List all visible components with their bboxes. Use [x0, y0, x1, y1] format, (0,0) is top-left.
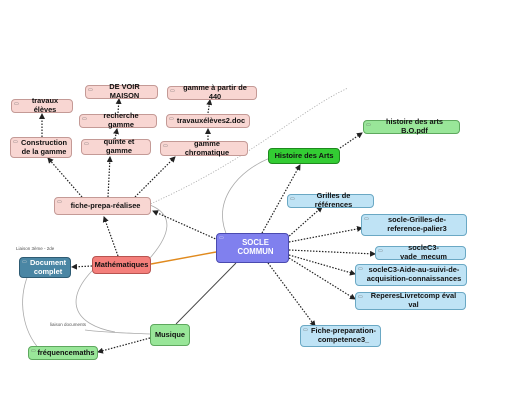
connector-socle-reperes	[288, 257, 356, 300]
connector-socle-fiche	[152, 210, 219, 241]
connector-curve-math-loop	[75, 264, 116, 333]
node-vade-mecum[interactable]: ▭ socleC3-vade_mecum	[375, 243, 466, 261]
node-label: recherche gamme	[103, 111, 139, 129]
node-devoir-maison[interactable]: ▭ DE VOIR MAISON	[85, 82, 158, 100]
connector-curve-math-to-fiche	[149, 204, 168, 259]
connector-recherche-devoir	[115, 98, 122, 114]
file-icon: ▭	[358, 266, 363, 272]
node-reperes[interactable]: ▭ ReperesLivretcomp éval val	[355, 292, 466, 310]
connector-curve-doc-down	[22, 274, 41, 351]
file-icon: ▭	[22, 259, 27, 265]
file-icon: ▭	[378, 248, 383, 254]
node-aide-suivi[interactable]: ▭socleC3-Aide-au-suivi-de-acquisition-co…	[355, 264, 467, 286]
node-travaux-eleves2[interactable]: ▭travauxélèves2.doc	[166, 114, 250, 128]
connector-socle-musique	[175, 262, 237, 325]
node-grilles-references[interactable]: ▭ Grilles de références	[287, 191, 374, 209]
connector-curve-socle-to-histoire	[222, 157, 271, 239]
node-label: socle-Grilles-de-reference-palier3	[387, 215, 447, 233]
lien-label: liaison documents	[50, 322, 87, 327]
node-label: gamme à partir de 440	[183, 83, 247, 101]
file-icon: ▭	[88, 87, 93, 93]
connector-socle-aide	[288, 254, 356, 276]
node-fiche-preparation[interactable]: ▭Fiche-preparation-competence3_	[300, 325, 381, 347]
connector-socle-vade	[288, 249, 376, 257]
file-icon: ▭	[163, 143, 168, 149]
node-label: SOCLE COMMUN	[237, 238, 274, 256]
connector-fiche-construction	[47, 157, 83, 198]
connector-socle-math	[150, 251, 217, 265]
node-label: fréquencemaths	[37, 347, 95, 357]
node-label: histoire des arts B.O.pdf	[385, 117, 444, 135]
file-icon: ▭	[358, 294, 363, 300]
file-icon: ▭	[303, 327, 308, 333]
connector-math-fiche	[102, 216, 119, 257]
file-icon: ▭	[364, 216, 369, 222]
connector-socle-grilles	[286, 206, 323, 239]
file-icon: ▭	[170, 88, 175, 94]
node-grilles-palier3[interactable]: ▭ socle-Grilles-de-reference-palier3	[361, 214, 467, 236]
node-mathematiques[interactable]: Mathématiques	[92, 256, 151, 274]
node-label: socleC3-vade_mecum	[400, 243, 447, 261]
file-icon: ▭	[82, 116, 87, 122]
file-icon: ▭	[13, 139, 18, 145]
liaison-label: Liaison 3ème - 2de	[16, 246, 55, 251]
node-quinte-gamme[interactable]: ▭ quinte et gamme	[81, 137, 151, 155]
node-label: Fiche-preparation-competence3_	[311, 326, 376, 344]
node-label: Musique	[155, 329, 185, 339]
node-frequencemaths[interactable]: ▭fréquencemaths	[28, 346, 98, 360]
node-label: Histoire des Arts	[274, 150, 334, 160]
node-label: fiche-prepa-réalisee	[70, 200, 141, 210]
node-label: travaux élèves	[31, 96, 59, 114]
file-icon: ▭	[14, 101, 19, 107]
node-label: Construction de la gamme	[21, 137, 67, 156]
node-label: Mathématiques	[94, 259, 149, 269]
node-label: Grilles de références	[314, 191, 353, 209]
node-label: travauxélèves2.doc	[176, 115, 246, 125]
node-musique[interactable]: Musique	[150, 324, 190, 346]
connector-socle-histoire	[261, 164, 301, 234]
node-fiche-prepa[interactable]: ▭ fiche-prepa-réalisee	[54, 197, 151, 215]
file-icon: ▭	[84, 141, 89, 147]
node-histoire-arts-pdf[interactable]: ▭ histoire des arts B.O.pdf	[363, 117, 460, 135]
connector-socle-fiche-prep	[267, 262, 316, 327]
file-icon: ▭	[366, 122, 371, 128]
node-socle-commun[interactable]: ▭ SOCLE COMMUN	[216, 233, 289, 263]
connector-curve-fiche-to-top	[147, 87, 349, 206]
connector-histoire-pdf	[339, 132, 363, 149]
file-icon: ▭	[219, 235, 224, 241]
node-recherche-gamme[interactable]: ▭ recherche gamme	[79, 111, 157, 129]
node-travaux-eleves[interactable]: ▭ travaux élèves	[11, 96, 73, 114]
file-icon: ▭	[290, 196, 295, 202]
file-icon: ▭	[169, 116, 174, 122]
connector-math-doc	[71, 263, 93, 270]
connector-travaux2-440	[206, 99, 213, 114]
file-icon: ▭	[57, 199, 62, 205]
node-label: socleC3-Aide-au-suivi-de-acquisition-con…	[366, 265, 462, 283]
node-label: ReperesLivretcomp éval val	[370, 291, 457, 309]
node-label: Document complet	[29, 257, 67, 276]
connector-fiche-chromatique	[134, 156, 176, 198]
node-label: gamme chromatique	[184, 138, 230, 157]
node-gamme-chromatique[interactable]: ▭ gamme chromatique	[160, 138, 248, 157]
node-gamme-440[interactable]: ▭ gamme à partir de 440	[167, 83, 257, 101]
connector-curve-math-to-musique	[84, 329, 151, 335]
node-construction-gamme[interactable]: ▭Construction de la gamme	[10, 137, 72, 158]
node-histoire-des-arts[interactable]: Histoire des Arts	[268, 148, 340, 164]
file-icon: ▭	[31, 348, 36, 354]
node-label: DE VOIR MAISON	[109, 82, 140, 100]
node-document-complet[interactable]: ▭Document complet	[19, 257, 71, 278]
connector-fiche-quinte	[106, 156, 113, 198]
connector-socle-palier3	[288, 225, 363, 243]
connector-musique-freq	[97, 337, 151, 354]
node-label: quinte et gamme	[103, 137, 135, 155]
